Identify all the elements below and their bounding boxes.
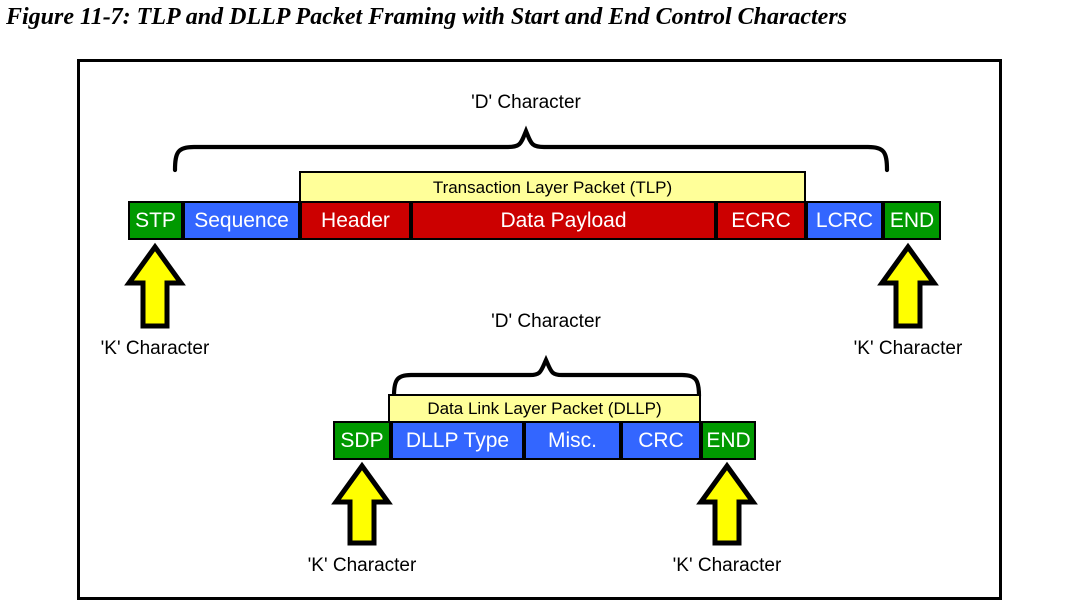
tlp-segment-ecrc: ECRC bbox=[716, 201, 806, 240]
k-character-arrow-tlp-left bbox=[124, 242, 186, 329]
tlp-segment-data-payload: Data Payload bbox=[411, 201, 716, 240]
figure-caption: Figure 11-7: TLP and DLLP Packet Framing… bbox=[6, 4, 847, 30]
k-character-arrow-dllp-left bbox=[331, 461, 393, 546]
tlp-left-k-character-label: 'K' Character bbox=[100, 338, 210, 359]
tlp-segment-sequence: Sequence bbox=[183, 201, 300, 240]
tlp-bracket-bar: Transaction Layer Packet (TLP) bbox=[299, 171, 806, 203]
tlp-d-character-label: 'D' Character bbox=[471, 92, 581, 113]
dllp-d-character-label: 'D' Character bbox=[491, 311, 601, 332]
tlp-segment-header: Header bbox=[300, 201, 411, 240]
tlp-segment-end: END bbox=[883, 201, 941, 240]
dllp-left-k-character-label: 'K' Character bbox=[307, 555, 417, 576]
tlp-right-k-character-label: 'K' Character bbox=[853, 338, 963, 359]
tlp-segment-stp: STP bbox=[128, 201, 183, 240]
dllp-segment-end: END bbox=[701, 421, 756, 460]
k-character-arrow-dllp-right bbox=[696, 461, 758, 546]
dllp-segment-crc: CRC bbox=[621, 421, 701, 460]
dllp-bracket-bar: Data Link Layer Packet (DLLP) bbox=[388, 394, 701, 423]
dllp-segment-sdp: SDP bbox=[333, 421, 391, 460]
dllp-right-k-character-label: 'K' Character bbox=[672, 555, 782, 576]
tlp-d-character-brace bbox=[172, 125, 890, 173]
figure-frame bbox=[77, 59, 1002, 600]
dllp-segment-dllp-type: DLLP Type bbox=[391, 421, 524, 460]
dllp-segment-misc: Misc. bbox=[524, 421, 621, 460]
tlp-segment-lcrc: LCRC bbox=[806, 201, 883, 240]
dllp-d-character-brace bbox=[391, 354, 702, 399]
k-character-arrow-tlp-right bbox=[877, 242, 939, 329]
